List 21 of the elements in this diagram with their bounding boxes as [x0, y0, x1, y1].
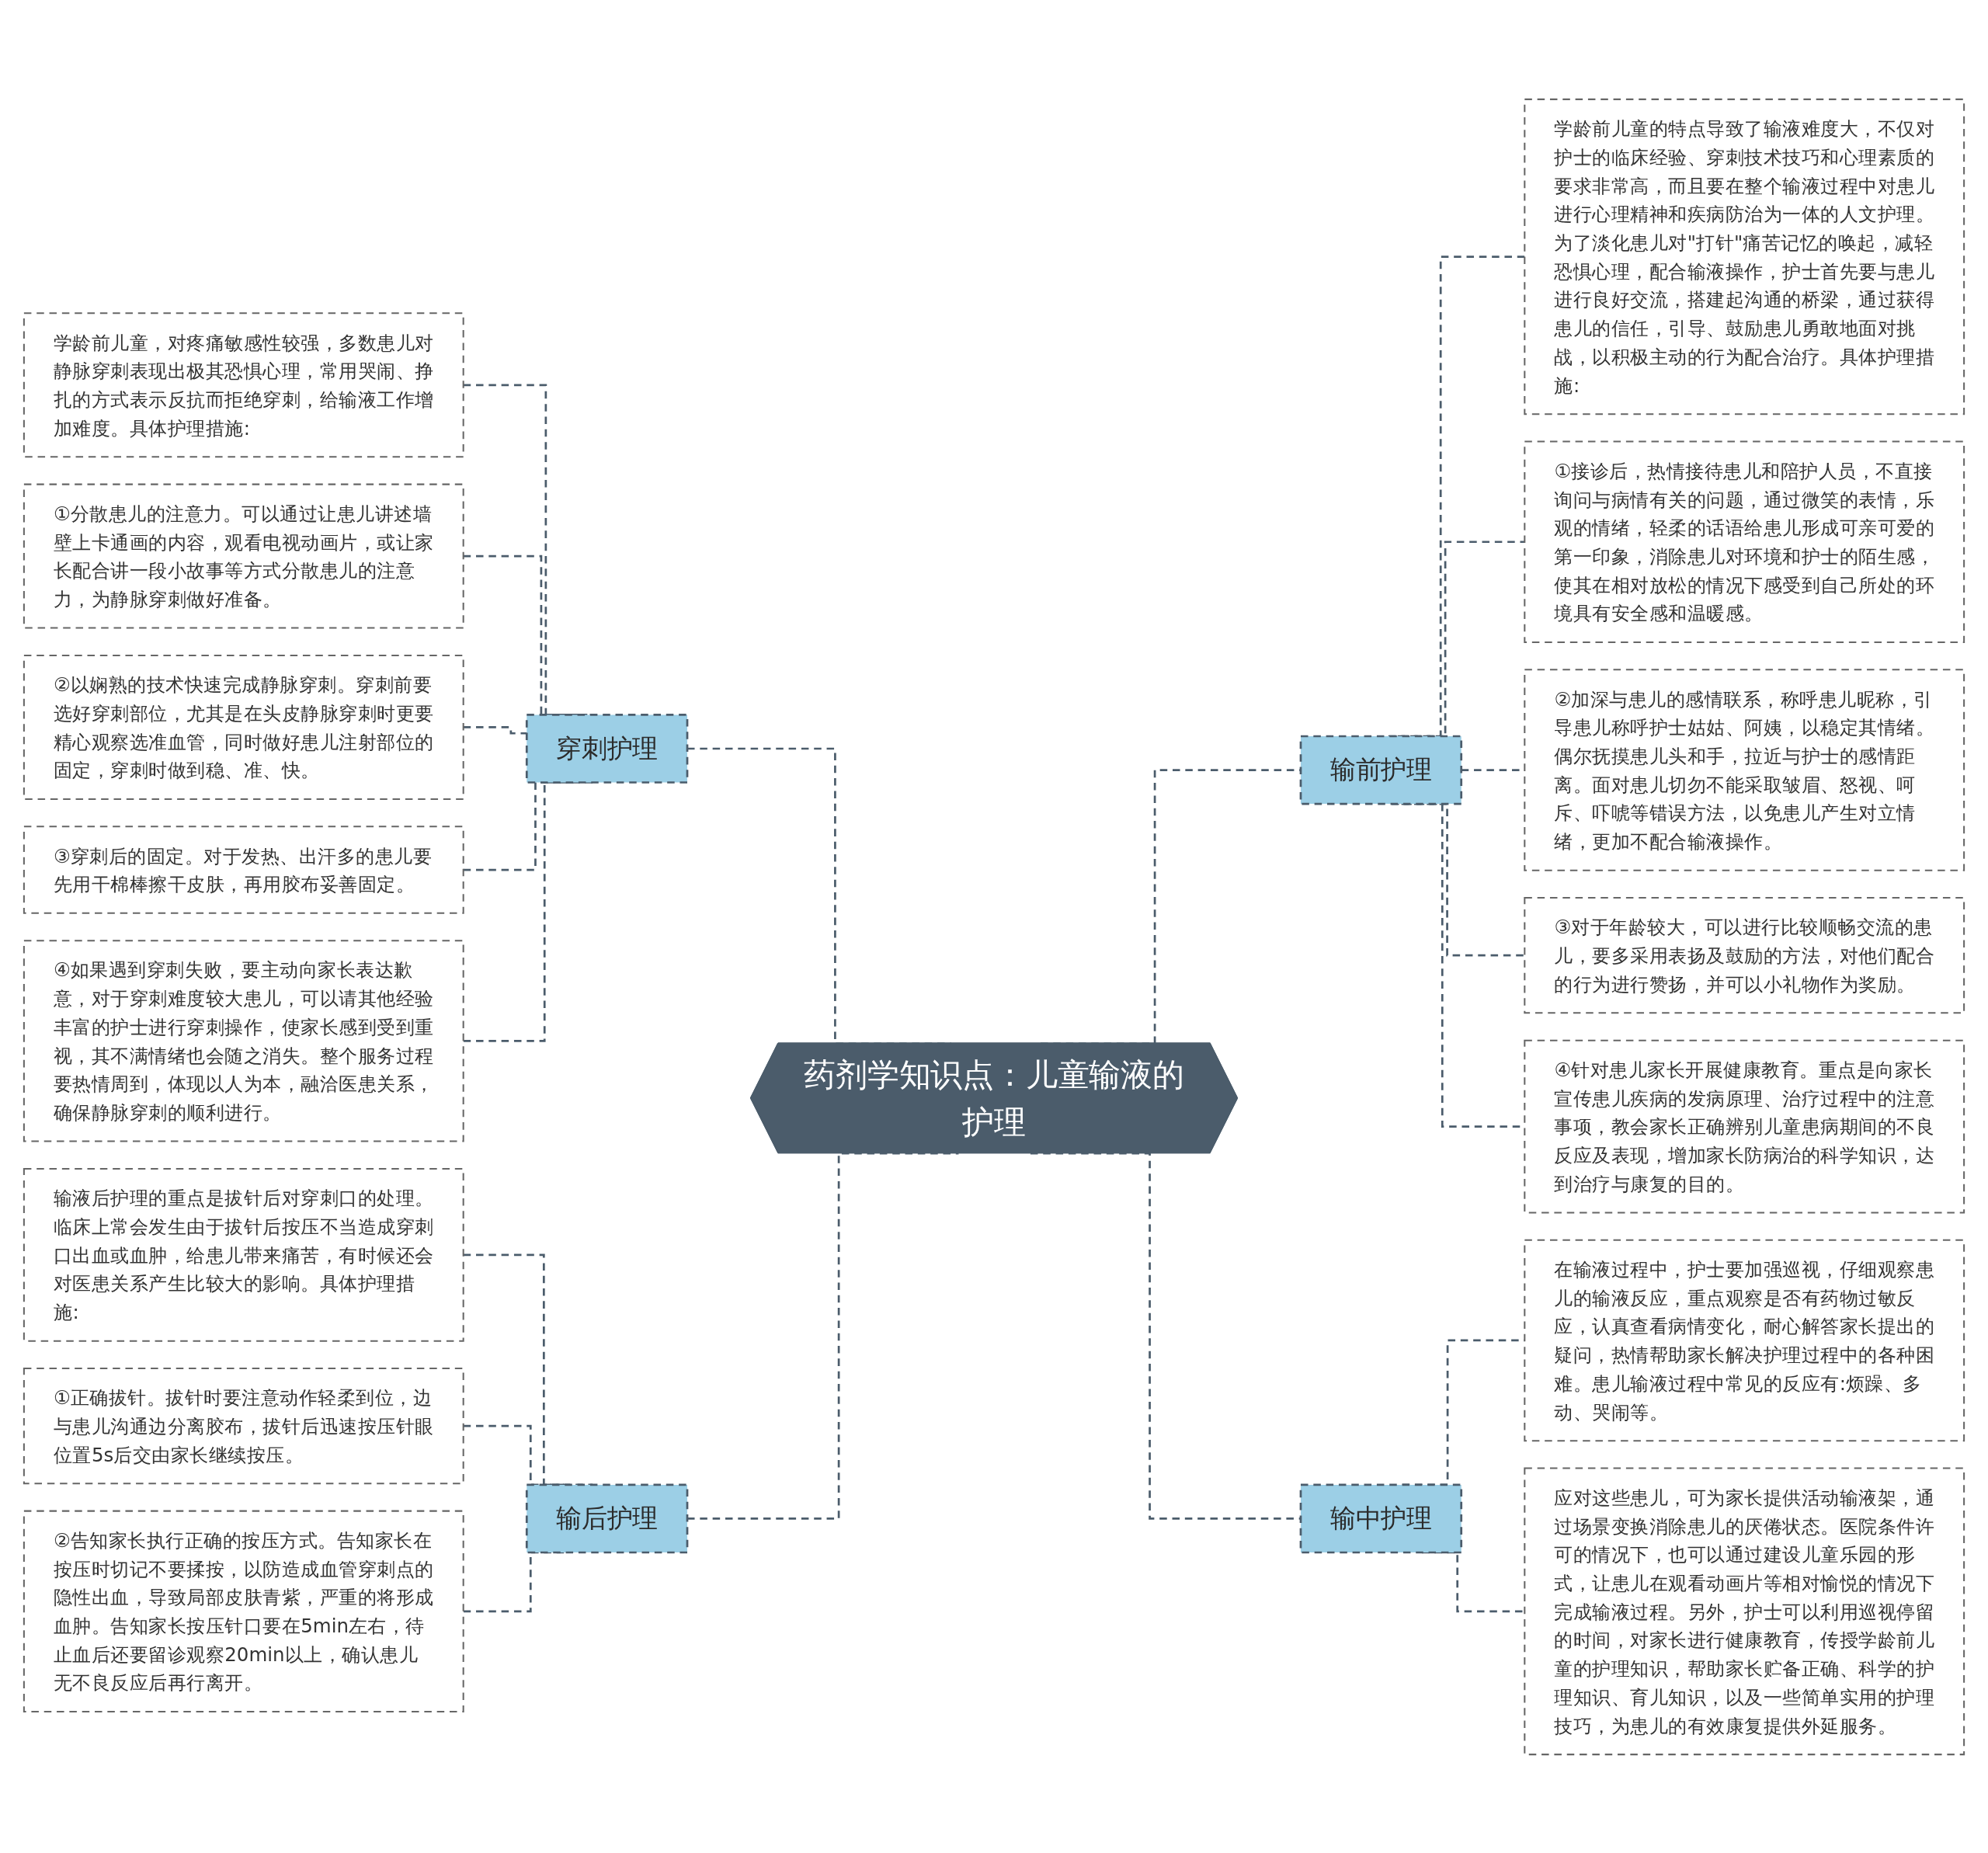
node-box: ②加深与患儿的感情联系，称呼患儿昵称，引导患儿称呼护士姑姑、阿姨，以稳定其情绪。偶尔抚摸患儿头和手，拉近与护士的感情距离。面对患儿切勿不能采取皱眉、怒视、呵斥、吓唬等错误方法，以免患儿产生对立情绪，更加不配合输液操作。	[1524, 668, 1965, 871]
node-box: ④如果遇到穿刺失败，要主动向家长表达歉意，对于穿刺难度较大患儿，可以请其他经验丰富的护士进行穿刺操作，使家长感到受到重视，其不满情绪也会随之消失。整个服务过程要热情周到，体现以人为本，融洽医患关系，确保静脉穿刺的顺利进行。	[23, 939, 464, 1142]
node-box: ①接诊后，热情接待患儿和陪护人员，不直接询问与病情有关的问题，通过微笑的表情，乐观的情绪，轻柔的话语给患儿形成可亲可爱的第一印象，消除患儿对环境和护士的陌生感，使其在相对放松的情况下感受到自己所处的环境具有安全感和温暖感。	[1524, 440, 1965, 643]
node-box: 应对这些患儿，可为家长提供活动输液架，通过场景变换消除患儿的厌倦状态。医院条件许可的情况下，也可以通过建设儿童乐园的形式，让患儿在观看动画片等相对愉悦的情况下完成输液过程。另外，护士可以利用巡视停留的时间，对家长进行健康教育，传授学龄前儿童的护理知识，帮助家长贮备正确、科学的护理知识、育儿知识，以及一些简单实用的护理技巧，为患儿的有效康复提供外延服务。	[1524, 1467, 1965, 1755]
node-box: ④针对患儿家长开展健康教育。重点是向家长宣传患儿疾病的发病原理、治疗过程中的注意事项，教会家长正确辨别儿童患病期间的不良反应及表现，增加家长防病治的科学知识，达到治疗与康复的目的。	[1524, 1039, 1965, 1213]
node-box: 学龄前儿童的特点导致了输液难度大，不仅对护士的临床经验、穿刺技术技巧和心理素质的要求非常高，而且要在整个输液过程中对患儿进行心理精神和疾病防治为一体的人文护理。为了淡化患儿对"打针"痛苦记忆的唤起，减轻恐惧心理，配合输液操作，护士首先要与患儿进行良好交流，搭建起沟通的桥梁，通过获得患儿的信任，引导、鼓励患儿勇敢地面对挑战，以积极主动的行为配合治疗。具体护理措施:	[1524, 98, 1965, 415]
node-box: 输液后护理的重点是拔针后对穿刺口的处理。临床上常会发生由于拔针后按压不当造成穿刺口出血或血肿，给患儿带来痛苦，有时候还会对医患关系产生比较大的影响。具体护理措施:	[23, 1167, 464, 1342]
node-box: ③对于年龄较大，可以进行比较顺畅交流的患儿，要多采用表扬及鼓励的方法，对他们配合的行为进行赞扬，并可以小礼物作为奖励。	[1524, 896, 1965, 1013]
node-box: ②告知家长执行正确的按压方式。告知家长在按压时切记不要揉按，以防造成血管穿刺点的隐性出血，导致局部皮肤青紫，严重的将形成血肿。告知家长按压针口要在5min左右，待止血后还要留诊观察20min以上，确认患儿无不良反应后再行离开。	[23, 1510, 464, 1712]
node-box: ①分散患儿的注意力。可以通过让患儿讲述墙壁上卡通画的内容，观看电视动画片，或让家长配合讲一段小故事等方式分散患儿的注意力，为静脉穿刺做好准备。	[23, 483, 464, 629]
node-box: ②以娴熟的技术快速完成静脉穿刺。穿刺前要选好穿刺部位，尤其是在头皮静脉穿刺时更要精心观察选准血管，同时做好患儿注射部位的固定，穿刺时做到稳、准、快。	[23, 654, 464, 800]
node-box: ③穿刺后的固定。对于发热、出汗多的患儿要先用干棉棒擦干皮肤，再用胶布妥善固定。	[23, 825, 464, 914]
connector	[463, 725, 527, 735]
node-box: ①正确拔针。拔针时要注意动作轻柔到位，边与患儿沟通边分离胶布，拔针后迅速按压针眼位置5s后交由家长继续按压。	[23, 1367, 464, 1484]
node-box: 输前护理	[1299, 735, 1463, 805]
node-box: 输中护理	[1299, 1483, 1463, 1553]
node-box: 穿刺护理	[525, 713, 689, 784]
connector	[687, 1152, 959, 1520]
node-box: 输后护理	[525, 1483, 689, 1553]
node-box: 学龄前儿童，对疼痛敏感性较强，多数患儿对静脉穿刺表现出极其恐惧心理，常用哭闹、挣扎的方式表示反抗而拒绝穿刺，给输液工作增加难度。具体护理措施:	[23, 311, 464, 457]
node-box: 在输液过程中，护士要加强巡视，仔细观察患儿的输液反应，重点观察是否有药物过敏反应，认真查看病情变化，耐心解答家长提出的疑问，热情帮助家长解决护理过程中的各种困难。患儿输液过程中常见的反应有:烦躁、多动、哭闹等。	[1524, 1239, 1965, 1441]
